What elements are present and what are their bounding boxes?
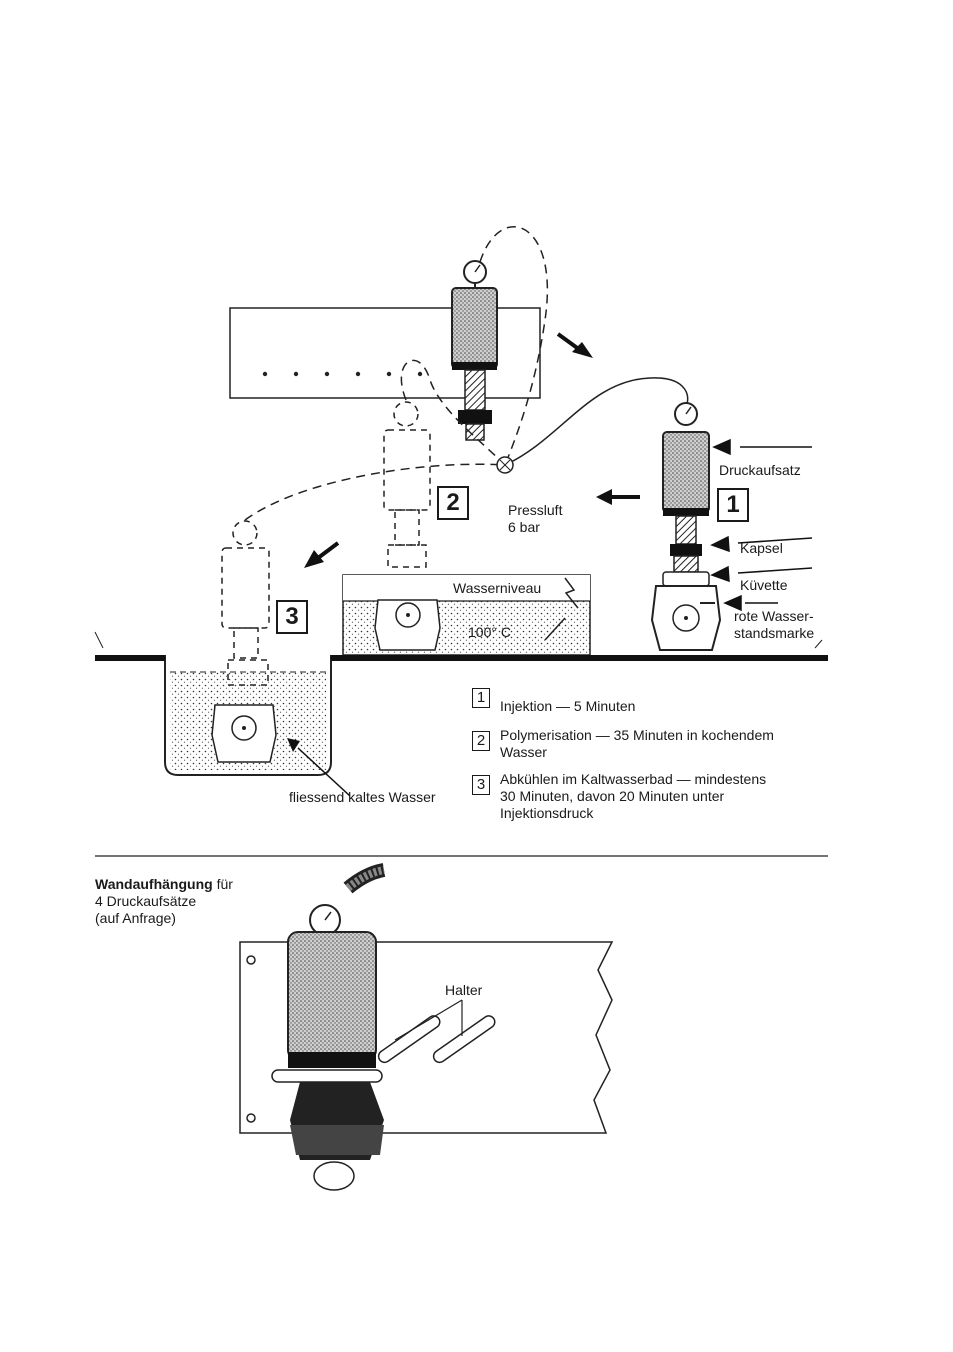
label-pressluft-2: 6 bar	[508, 519, 540, 535]
wall-dots	[262, 371, 423, 377]
halter-rods	[377, 1015, 496, 1064]
station-1-unit	[650, 402, 722, 651]
label-kuevette: Küvette	[740, 577, 788, 593]
label-rote-marke-1: rote Wasser-	[734, 608, 814, 624]
label-pressluft-1: Pressluft	[508, 502, 563, 518]
legend-3-num: 3	[472, 775, 490, 795]
label-wasserniveau: Wasserniveau	[453, 580, 542, 596]
pointer-arrows	[710, 438, 813, 612]
hose-solid	[504, 377, 689, 466]
label-druckaufsatz: Druckaufsatz	[719, 462, 801, 478]
legend-2-line-1: Polymerisation — 35 Minuten in kochendem	[500, 727, 774, 743]
legend-2-num: 2	[472, 731, 490, 751]
legend-2-line-2: Wasser	[500, 744, 547, 760]
wall-mount-illustration	[239, 863, 614, 1191]
label-kaltes-wasser: fliessend kaltes Wasser	[289, 789, 436, 805]
wall-mount-line-2: 4 Druckaufsätze	[95, 893, 197, 909]
station-2-box: 2	[437, 486, 469, 520]
wall-mount-line-3: (auf Anfrage)	[95, 910, 176, 926]
label-halter: Halter	[445, 982, 483, 998]
heat-lightning	[544, 577, 579, 641]
cold-bath	[164, 655, 332, 776]
station-3-box: 3	[276, 600, 308, 634]
hose-dashed-2	[400, 359, 506, 466]
wall-board	[229, 307, 541, 399]
arrow-down-right	[556, 332, 582, 352]
cold-water-pointer	[297, 747, 351, 797]
wall-mount-title: Wandaufhängung für	[95, 876, 233, 893]
arrow-down-left	[316, 541, 340, 560]
station-2-ghost	[383, 401, 431, 568]
hose-dashed-1	[479, 225, 549, 466]
station-1-box: 1	[717, 488, 749, 522]
station-3-ghost	[221, 520, 270, 686]
wall-mount-title-bold: Wandaufhängung	[95, 876, 213, 892]
legend-3-line-2: 30 Minuten, davon 20 Minuten unter	[500, 788, 725, 804]
legend-1-line-1: Injektion — 5 Minuten	[500, 698, 636, 714]
legend-3-line-1: Abkühlen im Kaltwasserbad — mindestens	[500, 771, 767, 787]
legend-3-line-3: Injektionsdruck	[500, 805, 594, 821]
label-rote-marke-2: standsmarke	[734, 625, 815, 641]
hose-dashed-3	[244, 463, 506, 521]
hanging-pressure-unit	[451, 260, 498, 441]
wall-mount-title-rest: für	[212, 876, 233, 892]
label-temperatur: 100° C	[468, 624, 511, 640]
legend-1-num: 1	[472, 688, 490, 708]
label-kapsel: Kapsel	[740, 540, 783, 556]
